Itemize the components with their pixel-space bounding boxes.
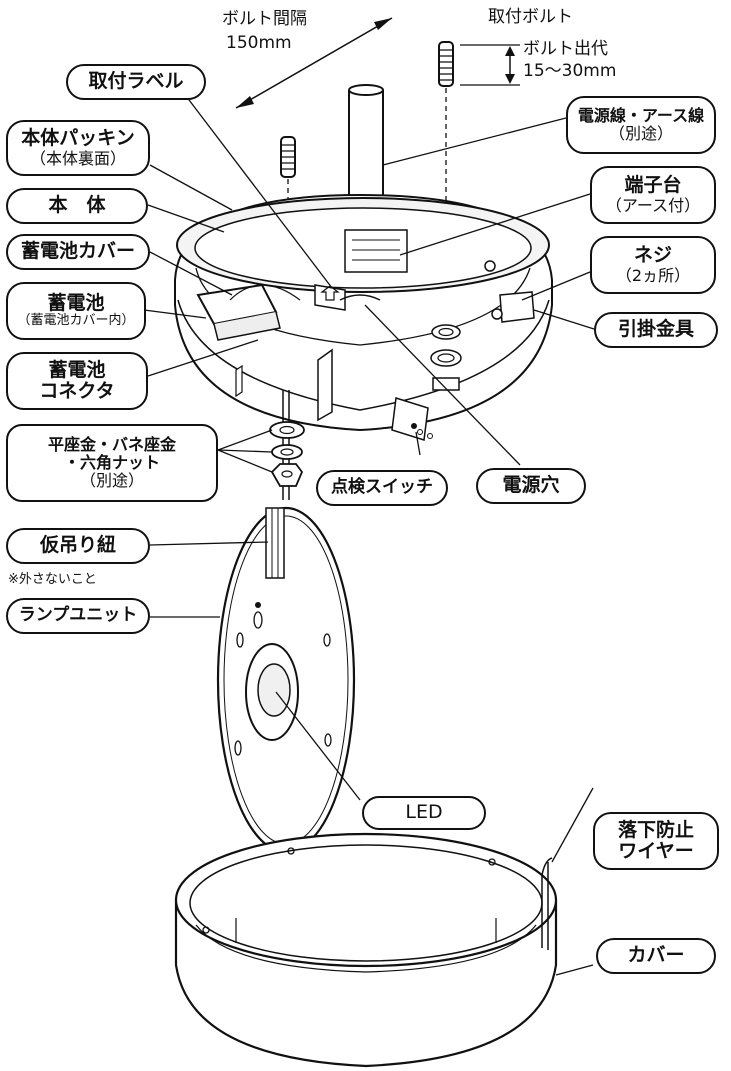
mounting-bolt-label: 取付ボルト (488, 7, 573, 27)
bolt-pitch-label: ボルト間隔 (222, 9, 307, 29)
fall-wire-callout: 落下防止 ワイヤー (593, 812, 719, 870)
battery-subtext: （蓄電池カバー内） (17, 313, 135, 329)
temp-string-callout: 仮吊り紐 (6, 528, 150, 564)
mounting-label-plate (314, 284, 346, 311)
battery-connector-callout: 蓄電池 コネクタ (6, 352, 148, 410)
lamp-unit (216, 506, 356, 854)
cover-part (174, 832, 558, 1068)
battery-text: 蓄電池 (47, 292, 105, 315)
power-hole-text: 電源穴 (502, 474, 560, 497)
lamp-unit-callout: ランプユニット (6, 598, 150, 634)
mounting-label-callout: 取付ラベル (66, 64, 206, 100)
led-callout: LED (362, 796, 486, 830)
body-text: 本 体 (48, 194, 106, 217)
hanger-callout: 引掛金具 (594, 312, 718, 348)
body-packing-subtext: （本体裏面） (29, 148, 126, 168)
power-wire-callout: 電源線・アース線 （別途） (566, 96, 716, 154)
power-hole-callout: 電源穴 (476, 468, 586, 504)
battery-cover-text: 蓄電池カバー (20, 240, 135, 263)
mounting-bolt-right (438, 41, 454, 87)
check-switch-callout: 点検スイッチ (316, 470, 448, 506)
fall-wire-text-1: 落下防止 (617, 818, 694, 841)
cover-callout: カバー (596, 938, 716, 974)
battery-callout: 蓄電池 （蓄電池カバー内） (6, 282, 146, 340)
bolt-protrusion-value: 15〜30mm (523, 61, 617, 81)
body-packing-text: 本体パッキン (21, 127, 135, 150)
terminal-block-subtext: （アース付） (605, 195, 701, 215)
screw-subtext: （2ヵ所） (615, 265, 691, 285)
washers-text-2: ・六角ナット (63, 453, 160, 473)
arrowhead-icon (236, 96, 254, 108)
washers-callout: 平座金・バネ座金 ・六角ナット （別途） (6, 424, 218, 502)
main-body (174, 193, 553, 441)
fall-prevention-wire-part (541, 862, 549, 950)
washers-text-1: 平座金・バネ座金 (47, 435, 176, 455)
screw-part (491, 308, 503, 320)
terminal-block-text: 端子台 (624, 174, 682, 197)
washer-stack (269, 390, 305, 500)
terminal-block-callout: 端子台 （アース付） (590, 166, 716, 224)
battery-cover-callout: 蓄電池カバー (6, 234, 150, 270)
bolt-pitch-value: 150mm (226, 33, 292, 53)
temporary-string-part (265, 507, 285, 579)
mounting-label-text: 取付ラベル (88, 70, 184, 93)
hanger-text: 引掛金具 (617, 318, 694, 341)
bolt-pitch-dimension-line (235, 17, 393, 109)
cover-text: カバー (627, 944, 685, 967)
power-wire-subtext: （別途） (608, 124, 673, 143)
mounting-pipe (348, 84, 384, 196)
power-wire-text: 電源線・アース線 (577, 106, 705, 126)
bolt-protrusion-label: ボルト出代 (523, 39, 608, 59)
battery-connector-text-2: コネクタ (39, 380, 115, 402)
terminal-block (344, 229, 408, 273)
washers-text-3: （別途） (79, 470, 144, 490)
arrowhead-icon (374, 18, 392, 30)
screw-callout: ネジ （2ヵ所） (590, 236, 716, 294)
temp-string-text: 仮吊り紐 (39, 534, 116, 557)
body-packing-callout: 本体パッキン （本体裏面） (6, 120, 150, 176)
mounting-bolt-left (280, 136, 296, 178)
lamp-unit-text: ランプユニット (18, 605, 138, 626)
body-callout: 本 体 (6, 188, 148, 224)
temp-string-note: ※外さないこと (8, 572, 97, 587)
screw-text: ネジ (633, 244, 672, 267)
battery-connector-text-1: 蓄電池 (48, 358, 106, 381)
fall-wire-text-2: ワイヤー (618, 840, 694, 862)
check-switch-text: 点検スイッチ (331, 477, 433, 498)
led-text: LED (405, 801, 443, 824)
